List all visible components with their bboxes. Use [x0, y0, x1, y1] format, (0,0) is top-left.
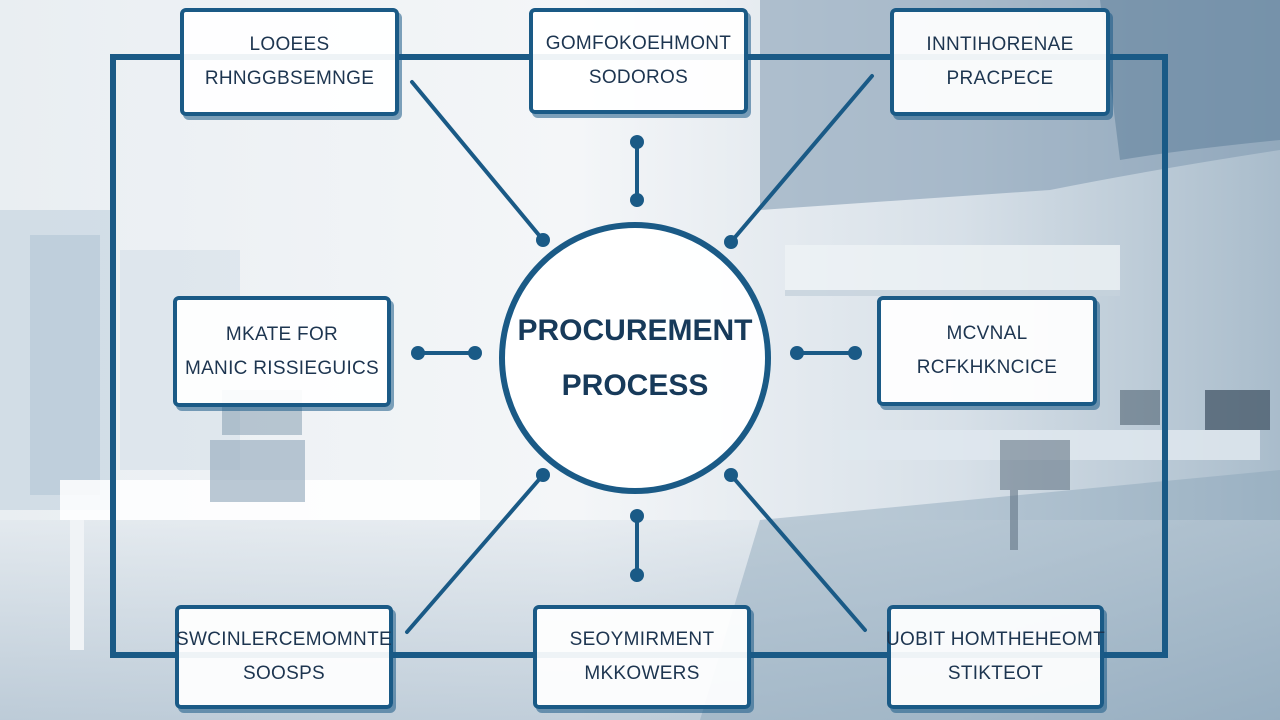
connector-dot: [630, 568, 644, 582]
node-bottom-center[interactable]: SEOYMIRMENT MKKOWERS: [533, 605, 751, 709]
node-label-line2: SODOROS: [588, 67, 689, 88]
node-middle-right[interactable]: MCVNAL RCFKHKNCICE: [877, 296, 1097, 406]
node-label-line1: MKATE FOR: [225, 323, 339, 345]
node-label-line2: STIKTEOT: [947, 663, 1044, 684]
node-label-line2: MANIC RISSIEGUICS: [184, 357, 380, 379]
node-label-line1: INNTIHORENAE: [926, 34, 1074, 55]
node-bottom-left[interactable]: SWCINLERCEMOMNTE SOOSPS: [175, 605, 393, 709]
connector-dot: [790, 346, 804, 360]
node-top-center[interactable]: GOMFOKOEHMONT SODOROS: [529, 8, 748, 114]
connector-dot: [468, 346, 482, 360]
connector-top-right: [729, 74, 874, 244]
node-label-line2: SOOSPS: [242, 663, 326, 684]
connector-dot: [411, 346, 425, 360]
connector-bottom-right: [729, 473, 867, 632]
node-label-line1: UOBIT HOMTHEHEOMT: [885, 629, 1106, 650]
node-label-line1: SWCINLERCEMOMNTE: [176, 629, 392, 650]
connector-dot: [724, 468, 738, 482]
node-label-line2: RHNGGBSEMNGE: [204, 68, 375, 89]
connector-dot: [630, 135, 644, 149]
center-title-line1: PROCUREMENT: [517, 314, 753, 347]
node-bottom-right[interactable]: UOBIT HOMTHEHEOMT STIKTEOT: [885, 605, 1106, 709]
connector-dot: [630, 509, 644, 523]
connector-top-left: [410, 80, 545, 242]
node-label-line2: PRACPECE: [946, 68, 1054, 89]
node-top-right[interactable]: INNTIHORENAE PRACPECE: [890, 8, 1110, 116]
connector-dot: [724, 235, 738, 249]
connector-dot: [630, 193, 644, 207]
node-label-line2: MKKOWERS: [584, 663, 700, 684]
node-label-line1: GOMFOKOEHMONT: [545, 33, 732, 54]
node-label-line1: LOOEES: [249, 34, 330, 55]
node-top-left[interactable]: LOOEES RHNGGBSEMNGE: [180, 8, 399, 116]
node-label-line2: RCFKHKNCICE: [916, 357, 1058, 378]
connector-dot: [536, 468, 550, 482]
connector-dot: [536, 233, 550, 247]
node-label-line1: SEOYMIRMENT: [569, 629, 715, 650]
center-node-procurement-process[interactable]: PROCUREMENT PROCESS: [499, 222, 771, 494]
connector-bottom-left: [405, 473, 545, 634]
node-label-line1: MCVNAL: [946, 323, 1028, 344]
node-middle-left[interactable]: MKATE FOR MANIC RISSIEGUICS: [173, 296, 391, 407]
center-title-line2: PROCESS: [561, 369, 709, 402]
connector-dot: [848, 346, 862, 360]
